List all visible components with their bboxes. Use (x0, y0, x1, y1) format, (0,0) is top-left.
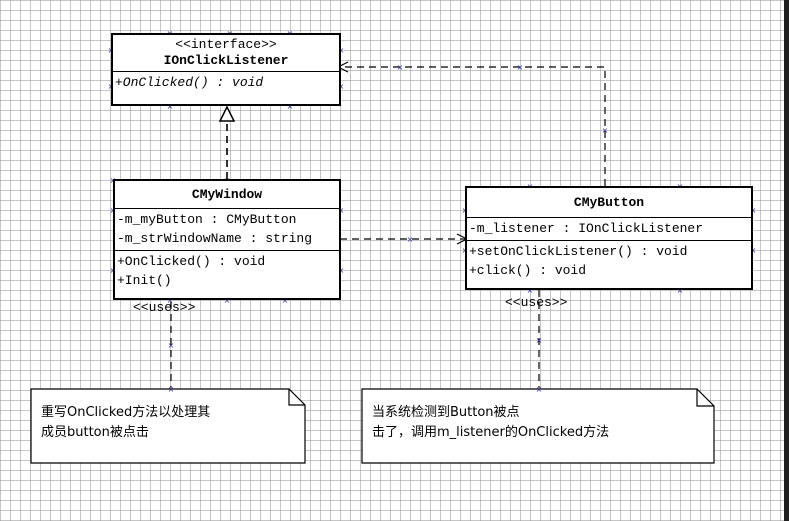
selection-handle[interactable]: × (224, 296, 231, 305)
dependency-connector-listener[interactable] (338, 67, 606, 186)
note-left-fold (288, 389, 305, 406)
window-attribute: -m_strWindowName : string (117, 231, 313, 246)
button-class-box[interactable]: CMyButton -m_listener : IOnClickListener… (465, 186, 753, 290)
window-attribute: -m_myButton : CMyButton (117, 212, 297, 227)
button-attributes: -m_listener : IOnClickListener (467, 217, 751, 240)
uses-label-right: <<uses>> (505, 295, 568, 310)
button-operation: +click() : void (469, 263, 587, 278)
selection-handle[interactable]: × (167, 296, 174, 305)
realization-triangle (218, 105, 236, 122)
selection-handle[interactable]: × (750, 246, 757, 255)
selection-handle[interactable]: × (677, 286, 684, 295)
selection-handle[interactable]: × (517, 63, 524, 72)
note-left-text: 重写OnClicked方法以处理其 成员button被点击 (41, 403, 210, 443)
window-class-name: CMyWindow (191, 187, 263, 202)
window-operations: +OnClicked() : void +Init() (115, 250, 339, 292)
button-header: CMyButton (467, 188, 751, 217)
selection-handle[interactable]: × (397, 63, 404, 72)
selection-handle[interactable]: × (338, 206, 345, 215)
selection-handle[interactable]: × (536, 385, 543, 394)
note-left: 重写OnClicked方法以处理其 成员button被点击 (31, 389, 305, 463)
interface-operations: +OnClicked() : void (113, 71, 339, 94)
button-class-name: CMyButton (573, 195, 645, 210)
uses-label-left: <<uses>> (133, 300, 196, 315)
window-attributes: -m_myButton : CMyButton -m_strWindowName… (115, 208, 339, 250)
note-right-line: 击了，调用m_listener的OnClicked方法 (372, 425, 610, 440)
note-left-shape[interactable] (30, 388, 306, 464)
note-right-shape[interactable] (361, 388, 715, 464)
right-side-panel (784, 0, 789, 521)
button-attribute: -m_listener : IOnClickListener (469, 221, 704, 236)
note-left-line: 成员button被点击 (41, 425, 149, 440)
interface-name: IOnClickListener (163, 53, 289, 68)
selection-handle[interactable]: × (338, 266, 345, 275)
note-left-line: 重写OnClicked方法以处理其 (41, 405, 211, 420)
window-operation: +Init() (117, 273, 172, 288)
button-operations: +setOnClickListener() : void +click() : … (467, 240, 751, 282)
window-header: CMyWindow (115, 181, 339, 208)
interface-class-box[interactable]: <<interface>> IOnClickListener +OnClicke… (111, 33, 341, 106)
note-right-line: 当系统检测到Button被点 (372, 405, 520, 420)
interface-stereotype: <<interface>> (175, 37, 277, 52)
selection-handle[interactable]: × (338, 82, 345, 91)
selection-handle[interactable]: × (168, 341, 175, 350)
window-operation: +OnClicked() : void (117, 254, 266, 269)
selection-handle[interactable]: × (287, 102, 294, 111)
interface-header: <<interface>> IOnClickListener (113, 35, 339, 69)
selection-handle[interactable]: × (536, 336, 543, 345)
note-right: 当系统检测到Button被点 击了，调用m_listener的OnClicked… (362, 389, 714, 463)
selection-handle[interactable]: × (167, 102, 174, 111)
window-class-box[interactable]: CMyWindow -m_myButton : CMyButton -m_str… (113, 179, 341, 300)
selection-handle[interactable]: × (407, 235, 414, 244)
interface-operation: +OnClicked() : void (115, 75, 264, 90)
button-operation: +setOnClickListener() : void (469, 244, 688, 259)
selection-handle[interactable]: × (750, 206, 757, 215)
note-right-fold (696, 389, 714, 407)
selection-handle[interactable]: × (527, 286, 534, 295)
selection-handle[interactable]: × (338, 46, 345, 55)
selection-handle[interactable]: × (168, 385, 175, 394)
note-right-text: 当系统检测到Button被点 击了，调用m_listener的OnClicked… (372, 403, 609, 443)
selection-handle[interactable]: × (602, 126, 609, 135)
selection-handle[interactable]: × (282, 296, 289, 305)
